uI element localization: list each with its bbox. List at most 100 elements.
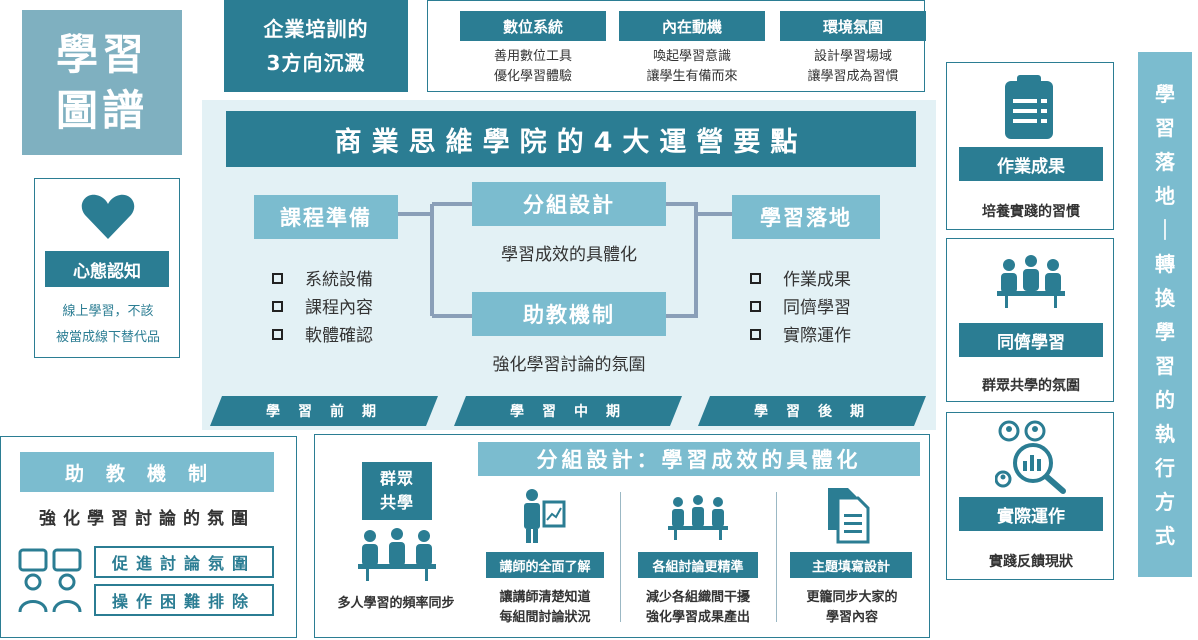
banner-char: 轉 [1155, 251, 1175, 276]
mindset-label: 心態認知 [45, 251, 169, 287]
checklist-item: 系統設備 [272, 266, 373, 294]
banner-char: 式 [1155, 523, 1175, 548]
checklist-item: 課程內容 [272, 294, 373, 322]
promote-discussion-button[interactable]: 促進討論氛圍 [94, 546, 274, 578]
document-list-icon [1005, 75, 1053, 139]
checklist-item: 軟體確認 [272, 322, 373, 350]
group-col-line2: 每組間討論狀況 [499, 610, 591, 625]
checklist-item: 作業成果 [750, 266, 851, 294]
mindset-desc: 線上學習，不該 被當成線下替代品 [39, 299, 177, 351]
troubleshoot-button[interactable]: 操作困難排除 [94, 584, 274, 616]
direction-line2: 讓學習成為習慣 [807, 69, 899, 84]
peer-card-title: 同儕學習 [959, 323, 1103, 357]
direction-line2: 優化學習體驗 [493, 69, 572, 84]
checkbox-icon [272, 300, 283, 312]
direction-title: 內在動機 [619, 11, 765, 41]
crowd-line2: 共學 [379, 493, 414, 512]
connector-lines [396, 202, 736, 318]
group-col-line1: 更籠同步大家的 [806, 590, 898, 605]
crowd-learning-badge: 群眾 共學 [362, 462, 432, 520]
phase-bars [210, 396, 926, 426]
three-directions: 數位系統 善用數位工具 優化學習體驗 內在動機 喚起學習意識 讓學生有備而來 環… [427, 0, 926, 92]
phase-early: 學習前期 [266, 404, 394, 420]
mindset-card: 心態認知 線上學習，不該 被當成線下替代品 [34, 178, 180, 358]
direction-line1: 喚起學習意識 [652, 49, 731, 64]
ta-mech-sub: 強化學習討論的氛圍 [492, 355, 646, 375]
peer-card-desc: 群眾共學的氛圍 [982, 378, 1080, 394]
group-design-block: 分組設計 [472, 182, 666, 226]
practice-card-desc: 實踐反饋現狀 [989, 554, 1073, 570]
group-col-desc: 讓講師清楚知道 每組間討論狀況 [476, 588, 614, 628]
practice-card-title: 實際運作 [959, 497, 1103, 531]
checklist-item: 同儕學習 [750, 294, 851, 322]
map-title-line1: 學習 [55, 29, 148, 79]
analysis-magnifier-icon [995, 420, 1066, 494]
banner-char: 學 [1155, 319, 1175, 344]
group-col-line2: 強化學習成果產出 [645, 610, 750, 625]
direction-title: 環境氛圍 [780, 11, 926, 41]
result-card-title: 作業成果 [959, 147, 1103, 181]
training-header: 企業培訓的 3方向沉澱 [224, 0, 408, 92]
direction-line1: 善用數位工具 [493, 49, 572, 64]
banner-char: 的 [1155, 387, 1175, 412]
checkbox-icon [272, 328, 283, 340]
banner-char: 執 [1155, 421, 1175, 446]
meeting-icon [997, 255, 1065, 308]
group-design-title: 分組設計：學習成效的具體化 [478, 442, 920, 476]
documents-icon [828, 488, 870, 544]
crowd-desc: 多人學習的頻率同步 [337, 596, 455, 611]
practice-card: 實際運作 實踐反饋現狀 [946, 412, 1114, 580]
mindset-desc-line1: 線上學習，不該 [62, 304, 154, 319]
result-card-desc: 培養實踐的習慣 [982, 204, 1080, 220]
divider [776, 492, 777, 622]
direction-title: 數位系統 [460, 11, 606, 41]
banner-char: 行 [1155, 455, 1175, 480]
operations-title: 商業思維學院的4大運營要點 [226, 111, 916, 167]
vertical-banner: 學 習 落 地 ｜ 轉 換 學 習 的 執 行 方 式 [1138, 52, 1192, 577]
group-meeting-icon [358, 528, 436, 581]
group-col-title: 主題填寫設計 [790, 552, 912, 578]
direction-motivation: 內在動機 喚起學習意識 讓學生有備而來 [619, 11, 765, 87]
presenter-icon [524, 489, 566, 543]
checklist-item: 實際運作 [750, 322, 851, 350]
result-card: 作業成果 培養實踐的習慣 [946, 62, 1114, 230]
discussion-people-icon [18, 548, 82, 613]
banner-char: 習 [1155, 115, 1175, 140]
group-col-desc: 減少各組織間干擾 強化學習成果產出 [624, 588, 772, 628]
banner-char: 地 [1155, 183, 1175, 208]
course-prep-block: 課程準備 [254, 195, 398, 239]
team-discussion-icon [668, 495, 728, 540]
direction-environment: 環境氛圍 設計學習場域 讓學習成為習慣 [780, 11, 926, 87]
group-design-sub: 學習成效的具體化 [501, 245, 637, 265]
group-col-title: 講師的全面了解 [486, 552, 604, 578]
banner-char: 習 [1155, 353, 1175, 378]
divider [620, 492, 621, 622]
ta-panel-sub: 強化學習討論的氛圍 [39, 509, 255, 529]
mindset-desc-line2: 被當成線下替代品 [55, 330, 160, 345]
checkbox-icon [750, 272, 761, 284]
training-header-line1: 企業培訓的 [263, 17, 369, 41]
training-header-line2: 3方向沉澱 [266, 51, 366, 75]
landing-list: 作業成果 同儕學習 實際運作 [750, 266, 851, 350]
banner-char: 學 [1155, 81, 1175, 106]
banner-char: 方 [1155, 489, 1175, 514]
map-title: 學習 圖譜 [22, 10, 182, 155]
ta-panel-title: 助教機制 [20, 452, 274, 492]
course-prep-list: 系統設備 課程內容 軟體確認 [272, 266, 373, 350]
banner-char: 換 [1155, 285, 1175, 310]
checkbox-icon [272, 272, 283, 284]
crowd-line1: 群眾 [379, 469, 414, 488]
phase-late: 學習後期 [754, 404, 882, 420]
phase-middle: 學習中期 [510, 404, 638, 420]
banner-char: 落 [1155, 149, 1175, 174]
peer-card: 同儕學習 群眾共學的氛圍 [946, 238, 1114, 402]
group-col-line1: 減少各組織間干擾 [645, 590, 750, 605]
map-title-line2: 圖譜 [55, 85, 148, 135]
checkbox-icon [750, 328, 761, 340]
landing-block: 學習落地 [732, 195, 880, 239]
checkbox-icon [750, 300, 761, 312]
ta-mech-block: 助教機制 [472, 292, 666, 336]
banner-char: ｜ [1155, 217, 1175, 242]
group-col-line1: 讓講師清楚知道 [499, 590, 591, 605]
direction-line1: 設計學習場域 [813, 49, 892, 64]
